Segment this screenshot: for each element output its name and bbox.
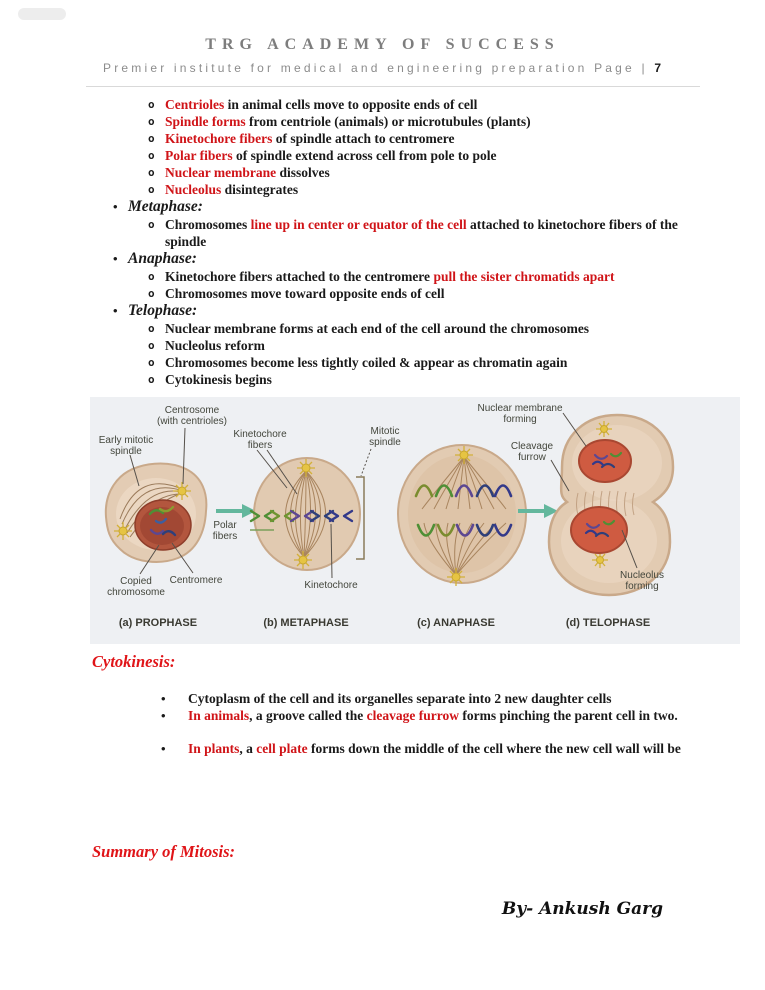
list-item: In animals, a groove called the cleavage… (159, 707, 719, 724)
label-kinetochore: Kinetochore (304, 580, 358, 591)
arrow-anaphase-to-telophase (518, 504, 558, 518)
list-item: Nucleolus disintegrates (148, 181, 695, 198)
cytokinesis-heading: Cytokinesis: (92, 652, 176, 671)
anaphase-cell (397, 444, 527, 586)
anaphase-heading: Anaphase: (113, 250, 765, 268)
caption-metaphase: (b) METAPHASE (263, 617, 349, 629)
header-divider (86, 86, 700, 87)
notes-body: Centrioles in animal cells move to oppos… (0, 96, 765, 388)
metaphase-heading: Metaphase: (113, 198, 765, 216)
list-item: Nucleolus reform (148, 337, 695, 354)
telophase-heading: Telophase: (113, 302, 765, 320)
summary-heading: Summary of Mitosis: (92, 842, 236, 861)
mitosis-diagram-art (104, 412, 675, 597)
prophase-nucleus (134, 499, 192, 551)
mitotic-spindle-bracket (356, 476, 365, 560)
centrosome-bottom (447, 568, 465, 586)
list-item: Polar fibers of spindle extend across ce… (148, 147, 695, 164)
list-item: Nuclear membrane forms at each end of th… (148, 320, 695, 337)
arrow-prophase-to-metaphase (216, 504, 256, 518)
label-leader-lines (129, 412, 638, 579)
separating-chromosomes (414, 484, 513, 537)
list-item: Chromosomes become less tightly coiled &… (148, 354, 695, 371)
telophase-cells (547, 413, 675, 597)
list-item: Kinetochore fibers attached to the centr… (148, 268, 695, 285)
list-item: Cytoplasm of the cell and its organelles… (159, 690, 719, 707)
forming-nucleus-top (578, 439, 632, 483)
label-centrosome: Centrosome(with centrioles) (156, 405, 228, 427)
centrosome-top (297, 459, 315, 477)
author-signature: By- Ankush Garg (501, 899, 663, 919)
institute-title: TRG ACADEMY OF SUCCESS (205, 36, 560, 53)
list-item: Centrioles in animal cells move to oppos… (148, 96, 695, 113)
list-item: Nuclear membrane dissolves (148, 164, 695, 181)
list-item: Spindle forms from centriole (animals) o… (148, 113, 695, 130)
list-item: Cytokinesis begins (148, 371, 695, 388)
subtitle-text: Premier institute for medical and engine… (102, 61, 648, 75)
prophase-sublist: Centrioles in animal cells move to oppos… (0, 96, 765, 198)
caption-telophase: (d) TELOPHASE (565, 617, 651, 629)
metaphase-chromosome-row (249, 509, 354, 523)
list-item: Kinetochore fibers of spindle attach to … (148, 130, 695, 147)
caption-anaphase: (c) ANAPHASE (417, 617, 495, 629)
centrosome-bottom (592, 552, 608, 568)
metaphase-cell (249, 457, 365, 571)
institute-subtitle: Premier institute for medical and engine… (0, 61, 765, 75)
list-item: Chromosomes move toward opposite ends of… (148, 285, 695, 302)
page-number: 7 (654, 61, 662, 75)
chromosomes (148, 505, 177, 537)
prophase-cell (104, 462, 208, 563)
centrosome-top (455, 446, 473, 464)
phase-list: Metaphase: Chromosomes line up in center… (0, 198, 765, 388)
cytokinesis-list: Cytoplasm of the cell and its organelles… (159, 690, 719, 757)
caption-prophase: (a) PROPHASE (118, 617, 198, 629)
forming-nucleus-bottom (570, 506, 628, 554)
centrosome-left (114, 522, 132, 540)
centrosome-bottom (294, 551, 312, 569)
list-item: In plants, a cell plate forms down the m… (159, 740, 719, 757)
centrosome-top (173, 482, 191, 500)
label-centromere: Centromere (169, 575, 223, 586)
centrosome-top (596, 421, 612, 437)
list-item: Chromosomes line up in center or equator… (148, 216, 695, 250)
scan-artifact (18, 8, 66, 20)
mitosis-diagram: Centrosome(with centrioles) Early mitoti… (90, 397, 740, 644)
